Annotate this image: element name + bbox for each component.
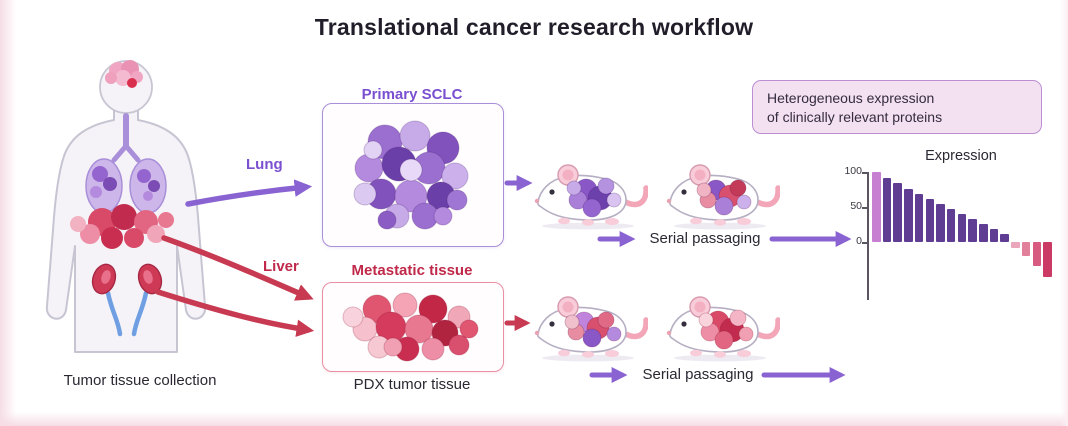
primary-tumor-cluster — [353, 120, 469, 230]
liver-icon — [70, 204, 174, 249]
chart-bar — [893, 183, 902, 242]
lung-label: Lung — [246, 156, 283, 173]
primary-sclc-label: Primary SCLC — [361, 86, 463, 103]
pdx-tumor-caption: PDX tumor tissue — [353, 376, 471, 393]
metastatic-tissue-box — [322, 282, 504, 372]
chart-bar — [979, 223, 988, 242]
liver-label: Liver — [263, 258, 299, 275]
tumor-collection-caption: Tumor tissue collection — [63, 372, 217, 389]
metastatic-tissue-label: Metastatic tissue — [351, 262, 473, 279]
chart-title: Expression — [925, 148, 997, 164]
ylabel-50: 50 — [850, 200, 862, 212]
right-edge-tint — [1060, 0, 1068, 426]
mouse-tumor-mixed — [564, 311, 622, 348]
brain-icon — [105, 60, 143, 88]
ytick-0 — [862, 242, 867, 244]
expression-chart: Expression 100 50 0 — [828, 148, 1060, 320]
mouse-tumor-mixed — [696, 179, 752, 216]
chart-bar — [968, 218, 977, 242]
chart-y-axis — [867, 172, 869, 300]
chart-bar — [1021, 242, 1031, 256]
primary-sclc-box — [322, 103, 504, 247]
chart-bar — [1011, 242, 1020, 248]
chart-bar — [957, 214, 967, 242]
ylabel-0: 0 — [856, 235, 862, 247]
serial-passaging-label-top: Serial passaging — [649, 230, 761, 247]
chart-bar — [1032, 242, 1042, 266]
mouse-bottom-1 — [528, 282, 648, 362]
chart-bar — [925, 199, 935, 242]
chart-bar — [946, 209, 956, 242]
chart-bar — [904, 188, 913, 242]
chart-bar — [1043, 242, 1052, 277]
mouse-bottom-2 — [660, 282, 780, 362]
trachea-icon — [111, 113, 141, 163]
ytick-100 — [862, 172, 867, 174]
mouse-tumor-purple — [566, 177, 622, 218]
metastatic-tumor-cluster — [342, 292, 479, 362]
page-title: Translational cancer research workflow — [314, 14, 754, 40]
chart-bar — [989, 228, 999, 242]
ytick-50 — [862, 207, 867, 209]
chart-bar — [936, 204, 945, 242]
ylabel-100: 100 — [844, 165, 862, 177]
infobox-line1: Heterogeneous expression — [767, 90, 935, 106]
chart-bar — [882, 177, 892, 242]
chart-bar — [872, 172, 881, 242]
human-figure — [45, 60, 207, 353]
left-edge-tint — [0, 0, 16, 426]
heterogeneous-expression-infobox: Heterogeneous expression of clinically r… — [752, 80, 1042, 134]
mouse-tumor-red — [698, 309, 754, 350]
chart-bar — [1000, 233, 1009, 242]
infobox-line2: of clinically relevant proteins — [767, 109, 943, 125]
bottom-edge-tint — [0, 412, 1068, 426]
chart-bar — [914, 194, 924, 242]
expression-chart-plot — [868, 172, 1054, 308]
kidneys-icon — [91, 263, 163, 337]
serial-passaging-label-bottom: Serial passaging — [642, 366, 754, 383]
mouse-top-1 — [528, 150, 648, 230]
mouse-top-2 — [660, 150, 780, 230]
